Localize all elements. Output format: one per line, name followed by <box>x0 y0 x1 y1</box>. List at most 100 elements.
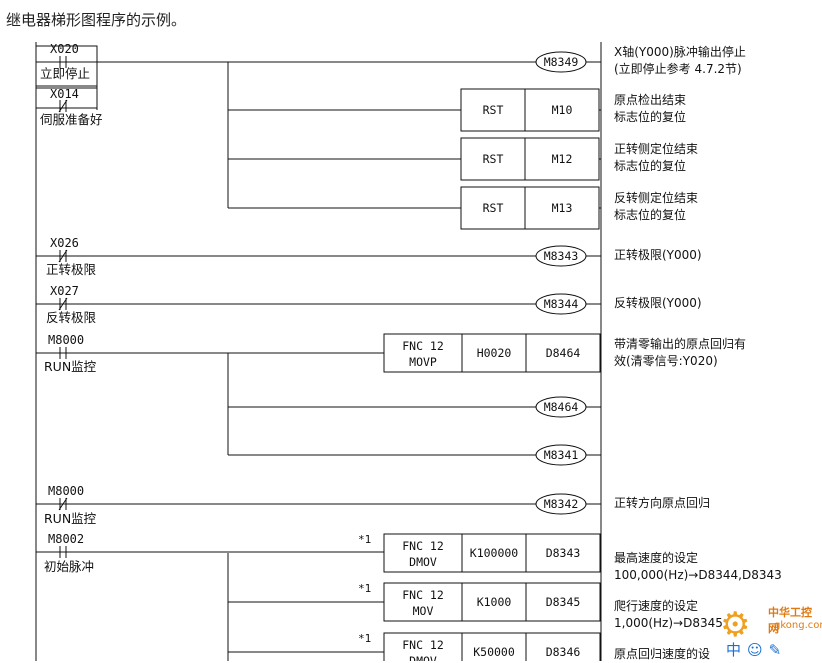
rung-comment-line: 1,000(Hz)→D8345 <box>614 616 723 630</box>
instruction-op-cell <box>383 632 463 661</box>
contact-description: RUN监控 <box>44 359 97 374</box>
instruction-op: RST <box>483 152 504 166</box>
coil <box>535 444 587 466</box>
emoji-icon[interactable]: ☺ <box>747 641 763 659</box>
coil-label: M8341 <box>544 448 579 462</box>
instruction-arg: D8464 <box>546 346 581 360</box>
instruction-arg: D8346 <box>546 645 581 659</box>
coil <box>535 396 587 418</box>
instruction-arg-cell <box>524 88 600 132</box>
rung-comment-line: 正转极限(Y000) <box>614 248 702 262</box>
rung-comment: 反转极限(Y000) <box>614 295 702 312</box>
instruction-arg-cell <box>461 333 527 373</box>
instruction-arg-cell <box>525 533 601 573</box>
coil-label: M8344 <box>544 297 579 311</box>
rung-comment-line: 原点回归速度的设 <box>614 647 711 661</box>
contact-label: X027 <box>50 284 79 298</box>
instruction-op-cell <box>460 88 526 132</box>
contact-description: 反转极限 <box>46 310 97 325</box>
rung-comment-line: 带清零输出的原点回归有 <box>614 337 747 351</box>
rung-comment-line: 100,000(Hz)→D8344,D8343 <box>614 568 782 582</box>
rung-comment: 正转方向原点回归 <box>614 495 710 512</box>
instruction-arg: K100000 <box>470 546 519 560</box>
instruction-op: DMOV <box>409 654 437 661</box>
rung-comment-line: 标志位的复位 <box>614 110 687 124</box>
contact-description: 初始脉冲 <box>44 559 94 574</box>
instruction-arg-cell <box>461 582 527 622</box>
instruction-op-cell <box>460 137 526 181</box>
note-mark: *1 <box>358 632 371 645</box>
rung-comment-line: X轴(Y000)脉冲输出停止 <box>614 45 746 59</box>
instruction-arg-cell <box>524 186 600 230</box>
contact-description: 伺服准备好 <box>40 112 103 127</box>
page-title: 继电器梯形图程序的示例。 <box>6 11 187 29</box>
instruction-arg-cell <box>525 632 601 661</box>
rung-comment-line: 爬行速度的设定 <box>614 599 699 613</box>
instruction-op-cell <box>383 333 463 373</box>
contact-label: X014 <box>50 87 79 101</box>
instruction-arg: H0020 <box>477 346 512 360</box>
coil-label: M8464 <box>544 400 579 414</box>
coil <box>535 245 587 267</box>
coil-label: M8349 <box>544 55 579 69</box>
rung-comment: 爬行速度的设定 1,000(Hz)→D8345 <box>614 598 723 632</box>
coil <box>535 51 587 73</box>
ime-chinese-icon[interactable]: 中 <box>726 641 742 659</box>
contact-nc-slash <box>58 99 68 113</box>
coil <box>535 493 587 515</box>
instruction-op: MOVP <box>409 355 437 369</box>
instruction-arg-cell <box>461 533 527 573</box>
coil-label: M8343 <box>544 249 579 263</box>
instruction-op: DMOV <box>409 555 437 569</box>
instruction-arg: K50000 <box>473 645 515 659</box>
rung-comment-line: 正转侧定位结束 <box>614 142 699 156</box>
watermark: ⚙ 中华工控网 gkong.com <box>716 598 822 661</box>
rung-comment-line: 标志位的复位 <box>614 159 687 173</box>
instruction-arg: M10 <box>552 103 573 117</box>
rung-comment-line: 效(清零信号:Y020) <box>614 354 718 368</box>
rung-comment: 带清零输出的原点回归有效(清零信号:Y020) <box>614 336 746 370</box>
rung-comment: 最高速度的设定 100,000(Hz)→D8344,D8343 <box>614 550 782 584</box>
coil <box>535 293 587 315</box>
contact-nc-slash <box>58 497 68 511</box>
input-method-tray[interactable]: 中 ☺ ✎ <box>726 641 787 659</box>
rung-comment: 正转侧定位结束标志位的复位 <box>614 141 698 175</box>
instruction-op: MOV <box>413 604 434 618</box>
coil-label: M8342 <box>544 497 579 511</box>
contact-block-frame <box>35 85 98 109</box>
rung-comment: X轴(Y000)脉冲输出停止 (立即停止参考 4.7.2节) <box>614 44 746 78</box>
instruction-arg: D8345 <box>546 595 581 609</box>
rung-comment-line: 反转极限(Y000) <box>614 296 702 310</box>
instruction-arg: D8343 <box>546 546 581 560</box>
note-mark: *1 <box>358 533 371 546</box>
contact-label: X020 <box>50 42 79 56</box>
rung-comment-line: 原点检出结束 <box>614 93 687 107</box>
contact-nc-slash <box>58 297 68 311</box>
instruction-op: RST <box>483 103 504 117</box>
rung-comment: 正转极限(Y000) <box>614 247 702 264</box>
contact-label: X026 <box>50 236 79 250</box>
contact-description: RUN监控 <box>44 511 97 526</box>
rung-comment: 原点回归速度的设 <box>614 646 710 663</box>
rung-comment: 反转侧定位结束标志位的复位 <box>614 190 698 224</box>
instruction-op: FNC 12 <box>402 588 444 602</box>
instruction-arg: M12 <box>552 152 573 166</box>
contact-label: M8000 <box>48 484 84 498</box>
rung-comment-line: 反转侧定位结束 <box>614 191 699 205</box>
contact-label: M8000 <box>48 333 84 347</box>
watermark-brand: 中华工控网 <box>768 606 812 635</box>
instruction-arg: K1000 <box>477 595 512 609</box>
contact-description: 正转极限 <box>46 262 97 277</box>
contact-description: 立即停止 <box>40 66 90 81</box>
rung-comment: 原点检出结束标志位的复位 <box>614 92 686 126</box>
pen-icon[interactable]: ✎ <box>768 641 782 659</box>
watermark-url: gkong.com <box>774 620 822 631</box>
note-mark: *1 <box>358 582 371 595</box>
rung-comment-line: 标志位的复位 <box>614 208 687 222</box>
rung-comment-line: 最高速度的设定 <box>614 551 699 565</box>
instruction-op: FNC 12 <box>402 339 444 353</box>
rung-comment-line: 正转方向原点回归 <box>614 496 711 510</box>
instruction-arg-cell <box>525 582 601 622</box>
rung-comment-line: (立即停止参考 4.7.2节) <box>614 62 742 76</box>
